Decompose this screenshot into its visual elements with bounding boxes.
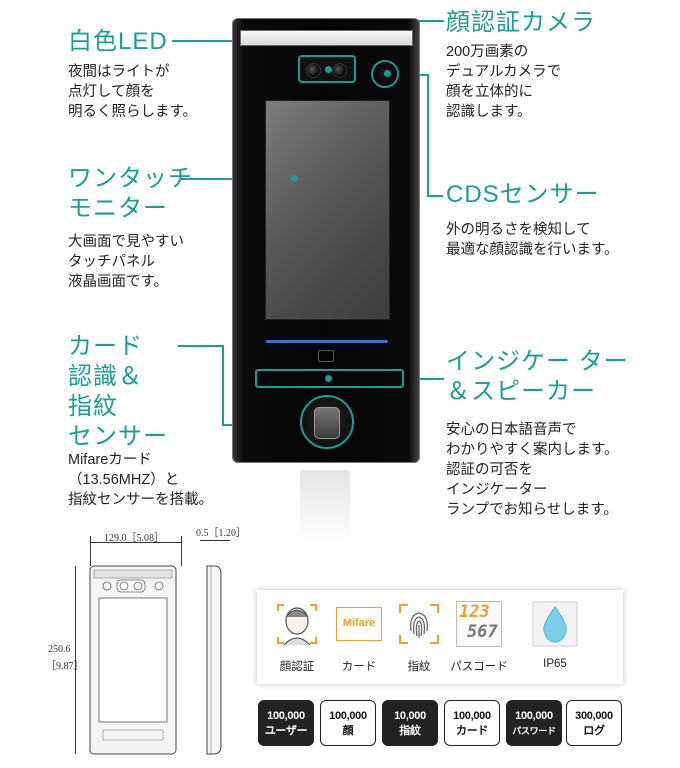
capacity-badge-faces: 100,000 顔	[320, 700, 376, 746]
led-title: 白色LED	[68, 28, 168, 55]
touch-monitor-screen	[265, 100, 390, 320]
camera-marker-dot	[325, 66, 332, 73]
capacity-badge-logs: 300,000 ログ	[566, 700, 622, 746]
width-ext-right	[181, 536, 182, 566]
passcode-icon-top: 123	[459, 602, 490, 622]
height-dimension-in: ［9.87］	[46, 661, 84, 672]
badge-label: 顔	[342, 725, 354, 737]
card-leader-line-v	[222, 345, 224, 425]
auth-label-face: 顔認証	[279, 661, 315, 673]
badge-label: 指紋	[399, 725, 421, 737]
badge-label: ログ	[583, 725, 605, 737]
height-dimension-line	[75, 566, 76, 754]
capacity-badge-passwords: 100,000 パスワード	[506, 700, 562, 746]
card-leader-line-h	[178, 345, 223, 347]
camera-lens-icon	[332, 63, 347, 78]
badge-value: 10,000	[394, 710, 426, 722]
capacity-badge-users: 100,000 ユーザー	[258, 700, 314, 746]
face-icon	[277, 604, 317, 646]
touch-monitor-title: ワンタッチ モニター	[68, 165, 193, 222]
capacity-badge-cards: 100,000 カード	[444, 700, 500, 746]
width-ext-left	[90, 536, 91, 566]
indicator-speaker-title: インジケー ター ＆スピーカー	[446, 348, 629, 405]
device-reflection	[300, 470, 350, 545]
height-dimension-mm: 250.6	[48, 644, 71, 655]
card-fingerprint-description: Mifareカード （13.56MHZ）と 指紋センサーを搭載。	[68, 452, 213, 508]
led-description: 夜間はライトが 点灯して顔を 明るく照らします。	[68, 64, 198, 120]
touch-monitor-description: 大画面で見やすい タッチパネル 液晶画面です。	[68, 234, 184, 290]
water-drop-icon	[532, 601, 578, 647]
white-led-bar	[240, 30, 413, 46]
camera-description: 200万画素の デュアルカメラで 顔を立体的に 認識します。	[446, 44, 562, 120]
auth-label-card: カード	[341, 661, 377, 673]
capacity-badge-fingerprints: 10,000 指紋	[382, 700, 438, 746]
width-dimension: 129.0［5.08］	[104, 533, 164, 544]
width-dimension-line	[90, 542, 182, 543]
auth-label-passcode: パスコード	[450, 661, 508, 673]
indicator-marker-dot	[325, 375, 332, 382]
badge-label: パスワード	[512, 726, 556, 736]
cds-leader-line-v	[427, 74, 429, 196]
depth-dimension: 0.5［1.20］	[196, 528, 246, 539]
badge-value: 100,000	[515, 710, 553, 722]
auth-label-fingerprint: 指紋	[407, 661, 431, 673]
fingerprint-icon	[399, 604, 439, 644]
badge-label: ユーザー	[264, 725, 308, 737]
speaker-leader-line	[404, 378, 444, 380]
indicator-speaker-area	[255, 369, 404, 388]
card-fingerprint-title: カード 認識＆ 指紋 センサー	[68, 333, 168, 450]
badge-label: カード	[455, 725, 489, 737]
auth-label-ip65: IP65	[543, 658, 567, 670]
indicator-speaker-description: 安心の日本語音声で わかりやすく案内します。 認証の可否を インジケーター ラン…	[446, 422, 619, 518]
passcode-icon: 123 567	[456, 601, 502, 647]
cds-description: 外の明るさを検知して 最適な顔認識を行います。	[446, 222, 619, 258]
badge-value: 100,000	[329, 710, 367, 722]
fingerprint-reader	[300, 395, 354, 449]
led-leader-line	[172, 40, 240, 42]
cds-leader-line-h2	[427, 195, 443, 197]
camera-title: 顔認証カメラ	[446, 9, 596, 36]
badge-value: 100,000	[453, 710, 491, 722]
dual-camera-module	[298, 55, 356, 83]
nfc-card-icon	[318, 350, 334, 362]
badge-value: 300,000	[575, 710, 613, 722]
camera-lens-icon	[306, 63, 321, 78]
mifare-card-icon: Mifare	[336, 607, 382, 641]
fingerprint-sensor-icon	[314, 407, 340, 439]
status-light-strip	[266, 340, 388, 343]
cds-title: CDSセンサー	[446, 181, 600, 208]
monitor-marker-dot	[291, 175, 298, 182]
passcode-icon-bottom: 567	[467, 622, 498, 642]
badge-value: 100,000	[267, 710, 305, 722]
dimension-drawing	[89, 565, 222, 755]
cds-marker-dot	[384, 70, 391, 77]
depth-dimension-line	[200, 540, 230, 541]
